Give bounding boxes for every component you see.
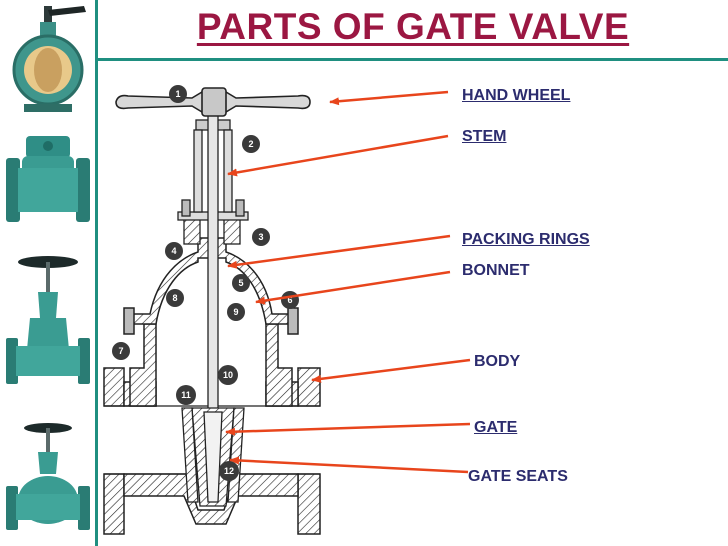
title-divider [95, 58, 728, 61]
gate-valve-diagram: 1 2 3 4 5 6 7 8 9 10 11 12 [103, 85, 471, 535]
gate-valve-icon [6, 256, 90, 384]
callout-7: 7 [112, 342, 130, 360]
callout-1: 1 [169, 85, 187, 103]
callout-3: 3 [252, 228, 270, 246]
valve-body [103, 323, 321, 535]
label-bonnet: BONNET [462, 262, 530, 279]
arrow-body [311, 358, 471, 383]
svg-text:4: 4 [171, 246, 176, 256]
arrow-gate [225, 422, 471, 436]
label-gate-seats: GATE SEATS [468, 468, 568, 485]
callout-10: 10 [218, 365, 238, 385]
svg-text:12: 12 [224, 466, 234, 476]
callout-8: 8 [166, 289, 184, 307]
sidebar [0, 0, 96, 546]
svg-text:8: 8 [172, 293, 177, 303]
globe-valve-icon [6, 423, 90, 530]
callout-12: 12 [219, 461, 239, 481]
label-stem: STEM [462, 128, 507, 145]
svg-text:5: 5 [238, 278, 243, 288]
svg-text:10: 10 [223, 370, 233, 380]
label-hand-wheel: HAND WHEEL [462, 87, 571, 104]
label-packing-rings: PACKING RINGS [462, 231, 590, 248]
arrow-gate-seats [229, 456, 469, 474]
stem-shape [207, 91, 219, 413]
arrow-hand-wheel [329, 90, 449, 106]
arrow-bonnet [255, 270, 451, 305]
callout-markers: 1 2 3 4 5 6 7 8 9 10 11 12 [112, 85, 299, 481]
svg-text:1: 1 [175, 89, 180, 99]
callout-2: 2 [242, 135, 260, 153]
sidebar-divider [95, 0, 98, 546]
callout-4: 4 [165, 242, 183, 260]
page-title: PARTS OF GATE VALVE [196, 6, 630, 47]
leader-arrows [225, 90, 471, 474]
callout-11: 11 [176, 385, 196, 405]
svg-text:7: 7 [118, 346, 123, 356]
label-body: BODY [474, 353, 521, 370]
svg-text:11: 11 [181, 390, 191, 400]
gate-shape [181, 407, 245, 507]
svg-text:6: 6 [287, 295, 292, 305]
svg-text:3: 3 [258, 232, 263, 242]
callout-9: 9 [227, 303, 245, 321]
check-valve-icon [6, 136, 90, 222]
callout-5: 5 [232, 274, 250, 292]
svg-text:2: 2 [248, 139, 253, 149]
label-gate: GATE [474, 419, 518, 436]
svg-text:9: 9 [233, 307, 238, 317]
callout-6: 6 [281, 291, 299, 309]
arrow-stem [227, 134, 449, 177]
butterfly-valve-icon [12, 6, 86, 112]
handwheel-shape [115, 87, 311, 117]
arrow-packing-rings [227, 234, 451, 269]
